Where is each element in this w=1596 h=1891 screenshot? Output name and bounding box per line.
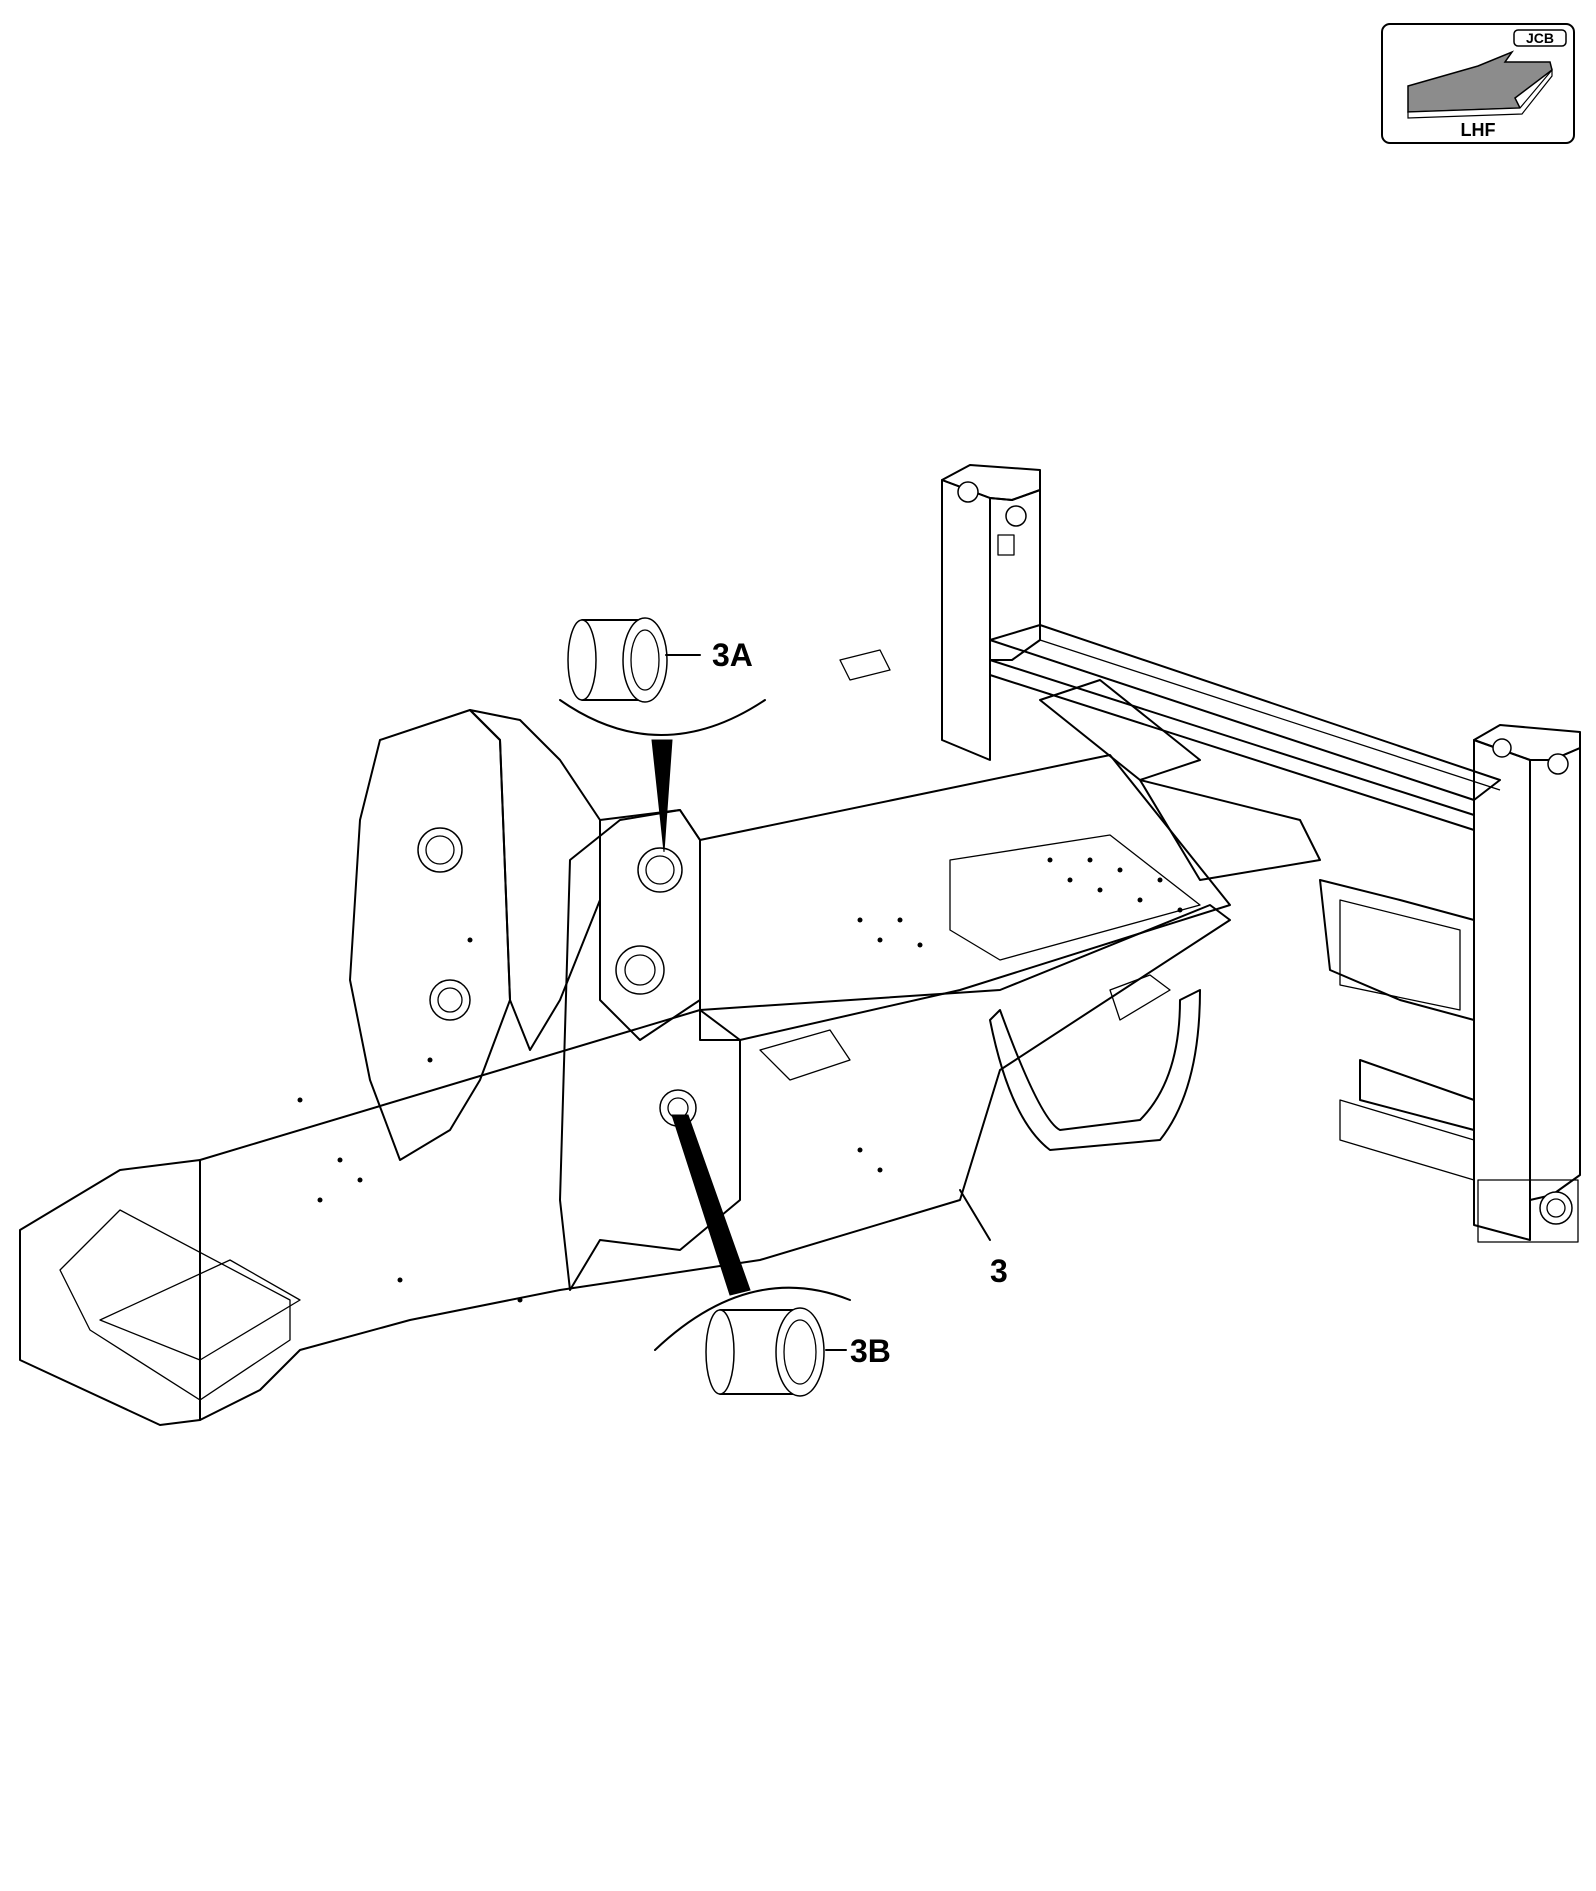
rivet-dots: [297, 857, 1183, 1303]
bushing-3b: 3B: [654, 1114, 891, 1397]
callout-3a-label: 3A: [712, 637, 753, 673]
direction-label: LHF: [1461, 120, 1496, 140]
callout-3-label: 3: [990, 1253, 1008, 1289]
leader-3b-wedge: [671, 1114, 751, 1296]
leader-3a-wedge: [651, 739, 673, 853]
direction-arrow-icon: [1407, 50, 1553, 119]
callout-3: 3: [959, 1189, 1008, 1289]
bushing-3a: 3A: [559, 617, 766, 853]
orientation-badge: JCB LHF: [1381, 23, 1575, 144]
callout-3b-label: 3B: [850, 1333, 891, 1369]
rear-frame: [941, 464, 1581, 1243]
main-chassis: [19, 649, 1231, 1426]
brand-logo: JCB: [1526, 30, 1554, 46]
